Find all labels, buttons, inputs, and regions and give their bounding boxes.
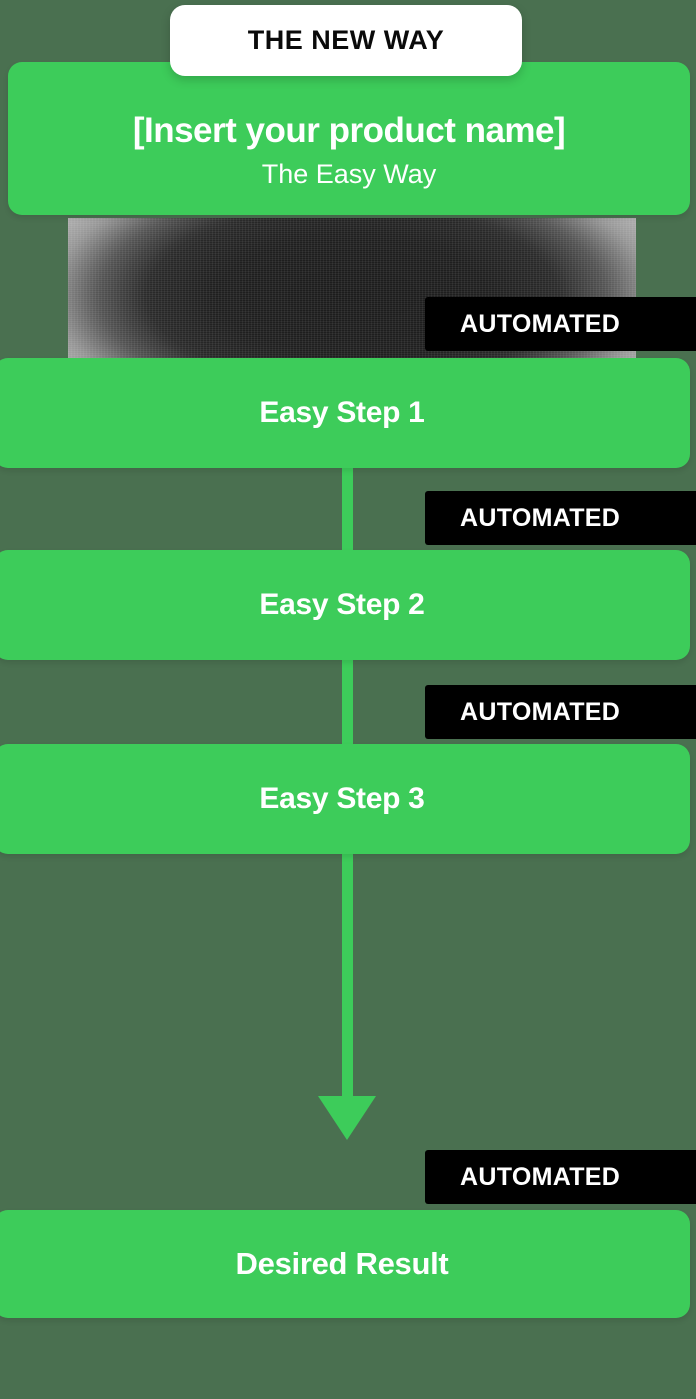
connector-step2-step3 (342, 654, 353, 750)
connector-step3-result (342, 848, 353, 1100)
step-card-1: Easy Step 1 (0, 358, 690, 468)
status-badge-automated-1: AUTOMATED (425, 297, 696, 351)
section-pill-badge: THE NEW WAY (170, 5, 522, 76)
status-badge-label: AUTOMATED (460, 503, 621, 532)
step-card-label: Easy Step 2 (259, 588, 425, 621)
blurred-redaction-block (68, 218, 636, 360)
step-card-label: Easy Step 1 (259, 396, 425, 429)
step-card-label: Easy Step 3 (259, 782, 425, 815)
step-card-2: Easy Step 2 (0, 550, 690, 660)
page-title: [Insert your product name] (132, 111, 566, 151)
hero-card: [Insert your product name] The Easy Way (8, 62, 690, 215)
section-pill-label: THE NEW WAY (247, 25, 445, 55)
status-badge-automated-3: AUTOMATED (425, 685, 696, 739)
arrow-down-icon (318, 1096, 376, 1140)
page-subtitle: The Easy Way (261, 158, 437, 189)
connector-step1-step2 (342, 462, 353, 556)
status-badge-automated-2: AUTOMATED (425, 491, 696, 545)
step-card-3: Easy Step 3 (0, 744, 690, 854)
status-badge-label: AUTOMATED (460, 1162, 621, 1191)
status-badge-label: AUTOMATED (460, 309, 621, 338)
result-card-label: Desired Result (235, 1246, 449, 1281)
result-card: Desired Result (0, 1210, 690, 1318)
status-badge-automated-4: AUTOMATED (425, 1150, 696, 1204)
status-badge-label: AUTOMATED (460, 697, 621, 726)
